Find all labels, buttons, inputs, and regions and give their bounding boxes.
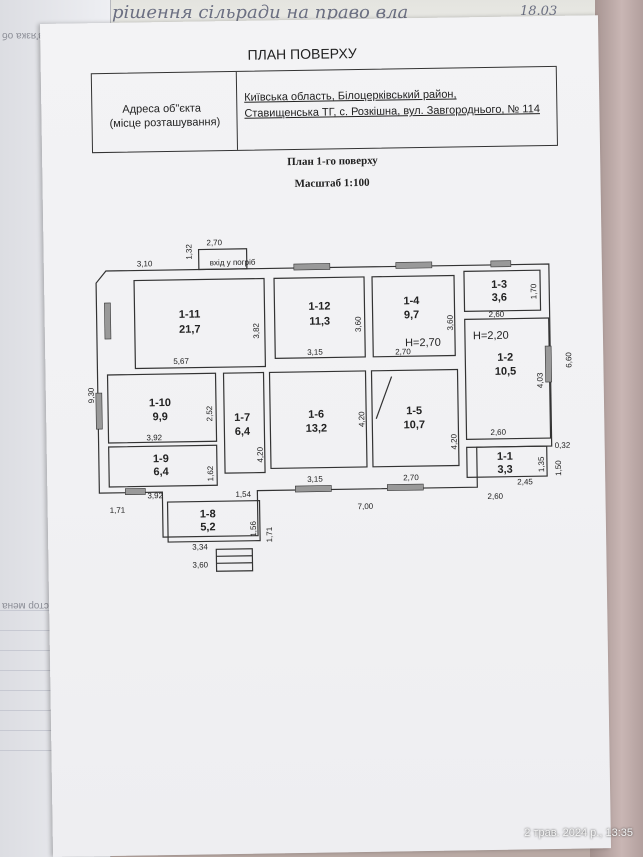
dim-room-1-6-width: 3,15 bbox=[307, 475, 323, 484]
dim-corner: 0,32 bbox=[555, 441, 571, 450]
room-1-7-area: 6,4 bbox=[235, 426, 251, 438]
dim-room-1-7-width: 1,54 bbox=[235, 490, 251, 499]
room-1-9-id: 1-9 bbox=[153, 453, 169, 465]
room-1-2-id: 1-2 bbox=[497, 352, 513, 364]
dim-cellar-depth: 1,32 bbox=[184, 243, 193, 259]
plan-walls bbox=[95, 248, 553, 572]
floor-plan-page: ПЛАН ПОВЕРХУ Адреса об"єкта (місце розта… bbox=[40, 15, 612, 857]
phone-timestamp: 2 трав. 2024 р., 13:35 bbox=[524, 827, 633, 839]
dim-room-1-8-height: 1,56 bbox=[249, 521, 258, 537]
room-1-10-id: 1-10 bbox=[149, 397, 171, 409]
dim-room-1-3-width: 2,60 bbox=[489, 310, 505, 319]
dim-porch-width: 3,60 bbox=[192, 560, 208, 569]
dim-room-1-10-width: 3,92 bbox=[146, 433, 162, 442]
height-label-2: H=2,20 bbox=[473, 330, 509, 343]
room-1-8-id: 1-8 bbox=[200, 508, 216, 520]
dim-room-1-5-height: 4,20 bbox=[449, 433, 458, 449]
dim-room-1-12-height: 3,60 bbox=[354, 316, 363, 332]
dim-room-1-9-height: 1,62 bbox=[206, 465, 215, 481]
room-1-11-id: 1-11 bbox=[179, 309, 201, 321]
dim-porch-height: 1,71 bbox=[265, 526, 274, 542]
dim-right-lower: 1,50 bbox=[554, 460, 563, 476]
dim-room-1-10-height: 2,52 bbox=[205, 405, 214, 421]
dim-room-1-2-width: 2,60 bbox=[490, 428, 506, 437]
dim-room-1-2-height: 4,03 bbox=[536, 372, 545, 388]
room-1-4-area: 9,7 bbox=[404, 309, 419, 321]
dim-top-left: 3,10 bbox=[137, 259, 153, 268]
dim-room-1-11-height: 3,82 bbox=[252, 322, 261, 338]
room-1-1-area: 3,3 bbox=[497, 464, 512, 476]
room-1-5-id: 1-5 bbox=[406, 405, 422, 417]
room-1-8-area: 5,2 bbox=[200, 521, 215, 533]
dim-bottom-total: 7,00 bbox=[358, 502, 374, 511]
dim-room-1-6-height: 4,20 bbox=[357, 411, 366, 427]
dim-room-1-5-width: 2,70 bbox=[403, 473, 419, 482]
dim-cellar-width: 2,70 bbox=[206, 238, 222, 247]
dim-left-total: 9,30 bbox=[87, 387, 96, 403]
dim-right-total: 6,60 bbox=[564, 352, 573, 368]
dim-room-1-9-width: 3,92 bbox=[147, 491, 163, 500]
handwritten-note: рішення сільради на право вла bbox=[112, 2, 409, 23]
room-1-5-area: 10,7 bbox=[404, 419, 426, 431]
room-1-6-id: 1-6 bbox=[308, 409, 324, 421]
cellar-label: вхід у погріб bbox=[210, 258, 256, 268]
room-1-2-area: 10,5 bbox=[495, 366, 517, 378]
height-label-1: H=2,70 bbox=[405, 337, 441, 350]
dim-bottom-right: 2,60 bbox=[487, 492, 503, 501]
plan-windows bbox=[95, 260, 552, 496]
dim-room-1-3-height: 1,70 bbox=[529, 283, 538, 299]
dim-room-1-12-width: 3,15 bbox=[307, 348, 323, 357]
dim-room-1-11-width: 5,67 bbox=[173, 357, 189, 366]
room-1-12-area: 11,3 bbox=[309, 315, 330, 327]
room-1-4-id: 1-4 bbox=[403, 295, 420, 307]
room-1-3-id: 1-3 bbox=[491, 279, 507, 291]
room-1-7-id: 1-7 bbox=[234, 412, 250, 424]
room-1-10-area: 9,9 bbox=[152, 411, 167, 423]
room-1-3-area: 3,6 bbox=[492, 292, 507, 304]
dim-room-1-4-height: 3,60 bbox=[446, 314, 455, 330]
dim-room-1-7-height: 4,20 bbox=[256, 446, 265, 462]
floor-plan-drawing: 2,70 3,10 1,32 вхід у погріб 1-11 21,7 3… bbox=[87, 238, 573, 572]
room-1-1-id: 1-1 bbox=[497, 451, 513, 463]
dim-room-1-1-width: 2,45 bbox=[517, 477, 533, 486]
room-1-11-area: 21,7 bbox=[179, 324, 201, 336]
room-1-12-id: 1-12 bbox=[308, 300, 330, 312]
dim-bottom-left: 1,71 bbox=[110, 506, 126, 515]
room-1-6-area: 13,2 bbox=[306, 423, 328, 435]
dim-room-1-1-height: 1,35 bbox=[537, 456, 546, 472]
room-1-9-area: 6,4 bbox=[153, 466, 169, 478]
dim-room-1-4-width: 2,70 bbox=[395, 347, 411, 356]
dim-room-1-8-width: 3,34 bbox=[192, 542, 208, 551]
